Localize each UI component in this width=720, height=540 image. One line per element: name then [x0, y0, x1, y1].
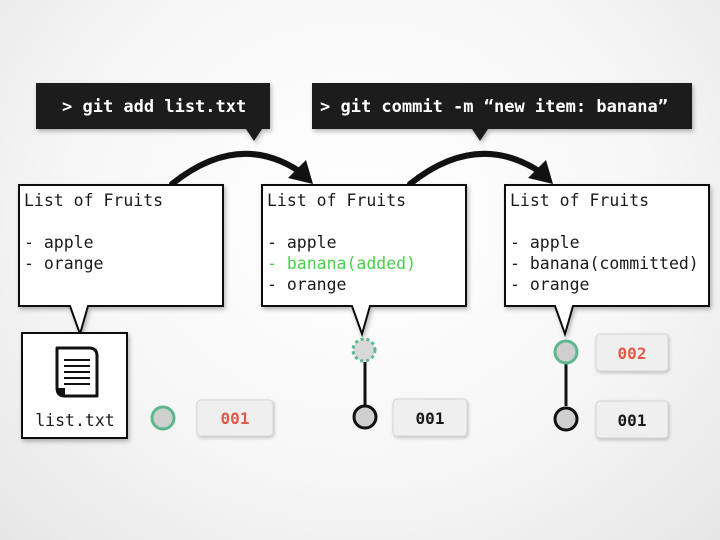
hash-badge-3-top [595, 333, 669, 372]
hash-badge-2-text: 001 [416, 409, 445, 428]
box-1-title: List of Fruits [24, 191, 163, 210]
box-3-line-1: - apple [510, 233, 580, 252]
box-3-line-2: - banana(committed) [510, 254, 699, 273]
file-state-box-2 [261, 184, 467, 338]
box-1-line-1: - apple [24, 233, 94, 252]
box-3-title: List of Fruits [510, 191, 649, 210]
commit-node-2 [352, 404, 378, 430]
document-icon [55, 346, 99, 398]
file-state-box-3 [504, 184, 710, 338]
box-2-line-2: - banana(added) [267, 254, 416, 273]
command-add-bubble: > git add list.txt [36, 83, 270, 141]
hash-badge-3-top-text: 002 [618, 344, 647, 363]
hash-badge-1-text: 001 [221, 409, 250, 428]
box-2-title: List of Fruits [267, 191, 406, 210]
commit-node-3 [553, 406, 579, 432]
hash-badge-2 [392, 398, 468, 437]
commit-node-pending [351, 337, 377, 363]
command-add-text: > git add list.txt [62, 97, 246, 117]
command-commit-text: > git commit -m “new item: banana” [320, 97, 668, 117]
commit-node-new [553, 339, 579, 365]
box-3-line-3: - orange [510, 275, 589, 294]
box-2-line-1: - apple [267, 233, 337, 252]
hash-badge-1 [196, 399, 274, 437]
arrow-add [169, 150, 313, 187]
commit-node-staged [150, 405, 176, 431]
command-commit-bubble: > git commit -m “new item: banana” [312, 83, 692, 141]
arrow-commit [407, 150, 553, 187]
box-1-line-2: - orange [24, 254, 103, 273]
hash-badge-3-bottom-text: 001 [618, 411, 647, 430]
file-state-box-1 [18, 184, 224, 338]
file-label: list.txt [35, 411, 114, 430]
box-2-line-3: - orange [267, 275, 346, 294]
hash-badge-3-bottom [595, 400, 669, 439]
